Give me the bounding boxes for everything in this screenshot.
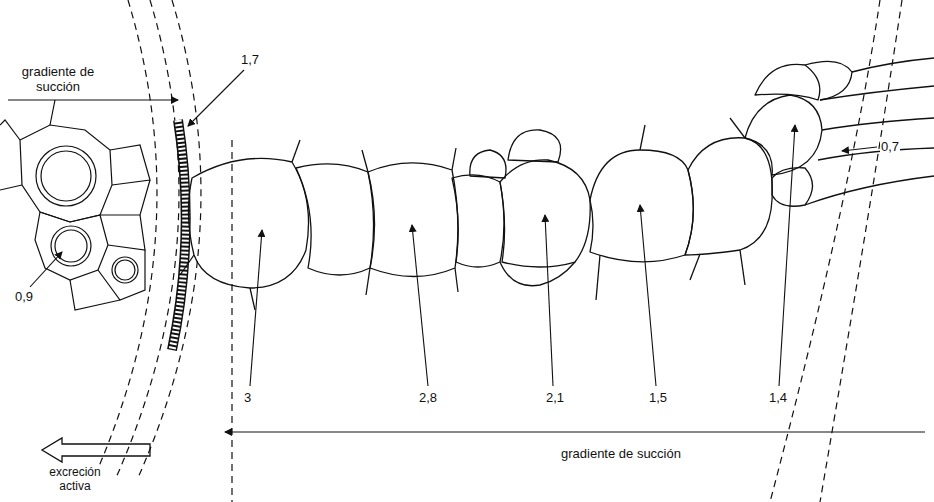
excretion-label: excreción activa	[36, 465, 114, 493]
callout-number: 0,7	[880, 139, 900, 154]
callout-number: 1,4	[768, 390, 788, 405]
callout-number: 2,1	[545, 390, 565, 405]
gradient-label: gradiente de succión	[560, 446, 682, 461]
callout-number: 0,9	[14, 289, 34, 304]
gradient-label: gradiente de succión	[20, 64, 96, 94]
callout-number: 2,8	[418, 390, 438, 405]
callout-number: 1,5	[648, 390, 668, 405]
callout-number: 1,7	[240, 52, 260, 67]
callout-number: 3	[243, 390, 252, 405]
